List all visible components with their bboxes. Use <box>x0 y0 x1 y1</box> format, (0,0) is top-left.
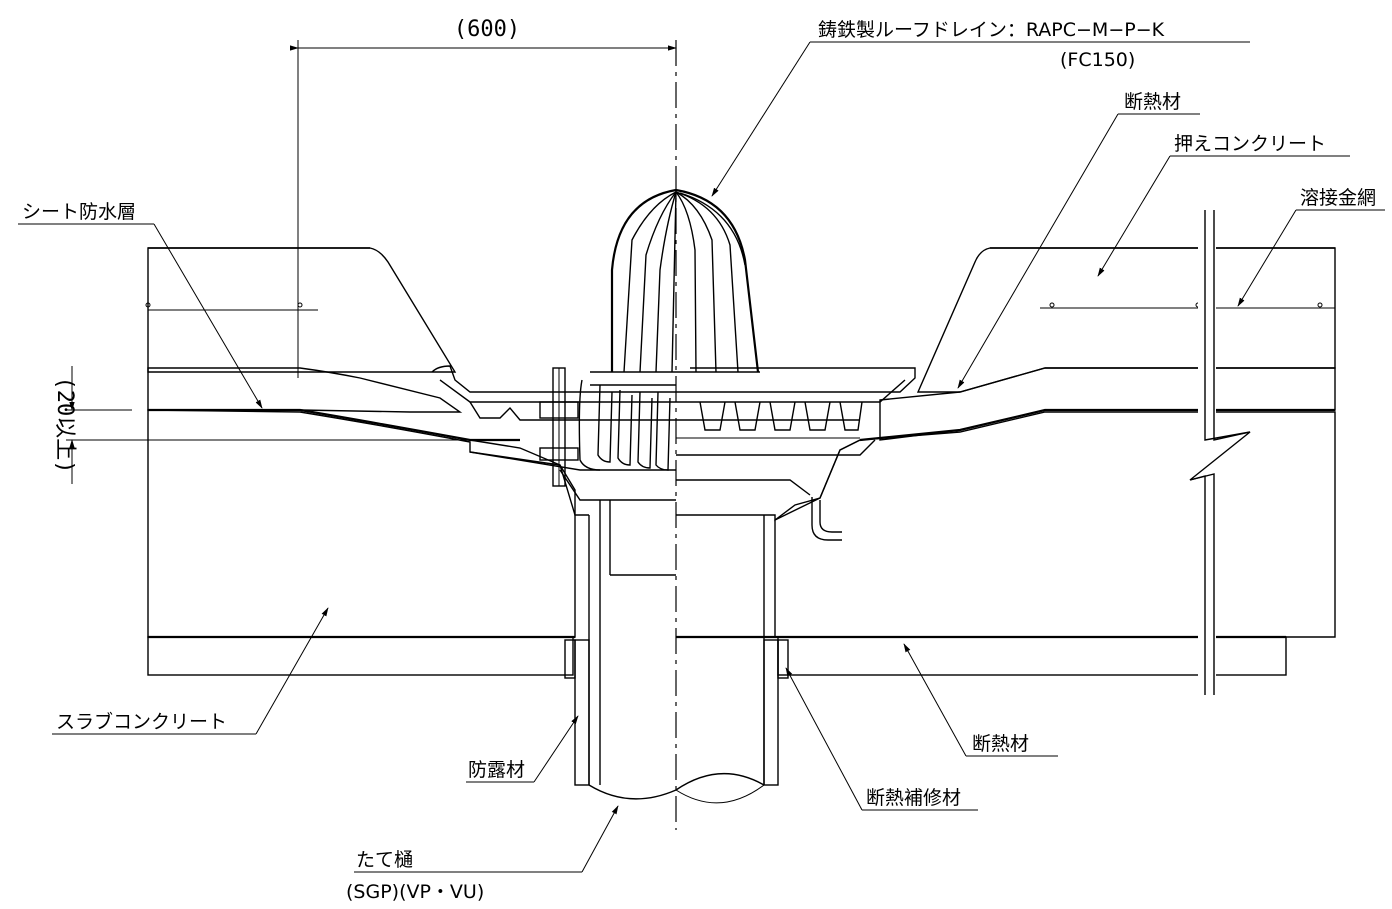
label-welded-mesh: 溶接金網 <box>1237 187 1385 307</box>
dimension-20-text: (20以上) <box>52 377 77 474</box>
insulation-top-text: 断熱材 <box>1124 91 1181 113</box>
label-sheet-waterproof: シート防水層 <box>18 201 263 409</box>
label-anti-condensation: 防露材 <box>466 715 579 783</box>
drain-material-text: (FC150) <box>1060 49 1135 71</box>
label-insulation-repair: 断熱補修材 <box>785 667 978 811</box>
dimension-600-text: (600) <box>454 17 520 42</box>
strainer-dome <box>578 188 760 471</box>
slab-concrete-text: スラブコンクリート <box>56 710 227 733</box>
label-drain-name: 鋳鉄製ルーフドレイン：RAPC−M−P−K (FC150) <box>711 18 1250 197</box>
fixing-bolt <box>539 367 579 487</box>
downpipe-material-text: (SGP)(VP・VU) <box>346 881 484 903</box>
insulation-repair-text: 断熱補修材 <box>866 787 961 809</box>
drain-body <box>469 439 861 804</box>
clamp-collar <box>431 365 916 471</box>
protective-concrete-text: 押えコンクリート <box>1174 133 1326 155</box>
anti-condensation-text: 防露材 <box>468 759 525 781</box>
drain-name-text: 鋳鉄製ルーフドレイン：RAPC−M−P−K <box>818 18 1165 41</box>
label-protective-concrete: 押えコンクリート <box>1097 133 1350 277</box>
dimension-600: (600) <box>289 17 677 378</box>
waterproof-sheet-right <box>859 408 1335 442</box>
welded-mesh-text: 溶接金網 <box>1300 187 1376 209</box>
label-insulation-top: 断熱材 <box>957 91 1200 389</box>
sheet-waterproof-text: シート防水層 <box>22 201 136 223</box>
label-downpipe: たて樋 (SGP)(VP・VU) <box>346 805 619 903</box>
label-insulation-bottom: 断熱材 <box>903 643 1058 757</box>
upper-insulation-layer <box>147 367 1336 441</box>
break-line <box>1189 210 1251 695</box>
waterproof-sheet-left <box>148 408 520 442</box>
label-slab-concrete: スラブコンクリート <box>52 607 329 735</box>
slab-concrete-layer <box>147 409 1336 638</box>
lower-insulation-layer <box>147 635 1287 676</box>
dimension-20: (20以上) <box>52 366 470 484</box>
protective-concrete-layer <box>145 247 1336 393</box>
downpipe-text: たて樋 <box>356 849 413 871</box>
insulation-bottom-text: 断熱材 <box>972 733 1029 755</box>
